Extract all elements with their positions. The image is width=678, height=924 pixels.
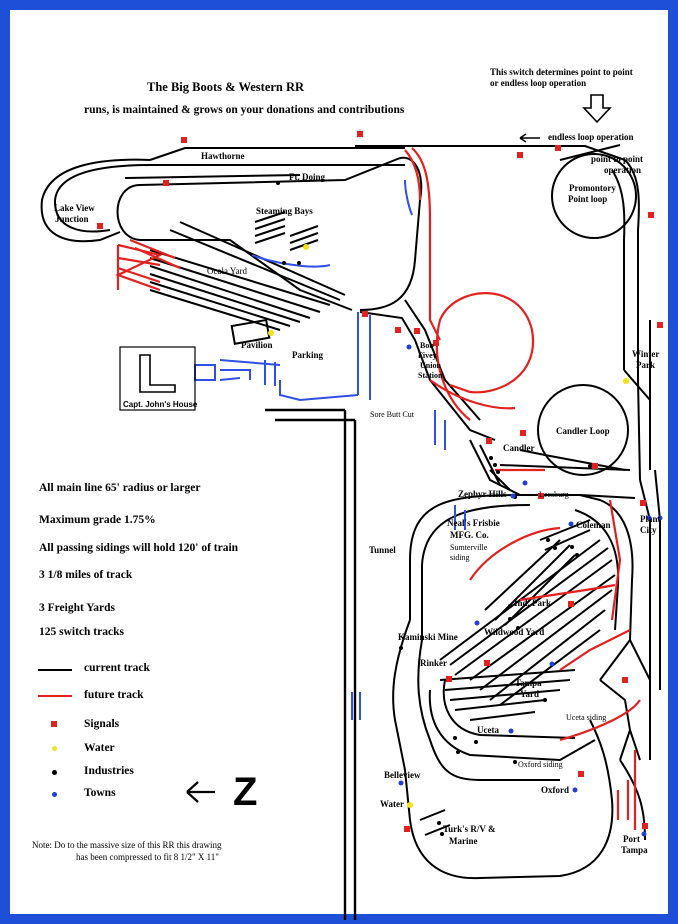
fact-sidings: All passing sidings will hold 120' of tr… xyxy=(39,542,239,554)
fact-grade: Maximum grade 1.75% xyxy=(39,514,156,526)
town-hawthorne: Hawthorne xyxy=(201,151,245,161)
kaminski-mine-label: Kaminski Mine xyxy=(398,632,458,642)
ft-doing-label: Ft. Doing xyxy=(289,172,325,182)
fact-switches: 125 switch tracks xyxy=(39,626,124,638)
switch-note-line2: or endless loop operation xyxy=(490,78,587,88)
union-station-line1: Bob xyxy=(420,341,434,350)
leesburg-label: Leesburg xyxy=(539,490,569,499)
legend-signal-swatch xyxy=(51,721,57,727)
candler-label: Candler xyxy=(503,443,535,453)
diagram-subtitle: runs, is maintained & grows on your dona… xyxy=(84,104,405,116)
switch-note-line1: This switch determines point to point xyxy=(490,67,633,77)
north-letter: Z xyxy=(233,770,258,814)
uceta-siding-label: Uceta siding xyxy=(566,713,607,722)
port-tampa-line1: Port xyxy=(623,834,640,844)
turks-line1: Turk's R/V & xyxy=(443,824,496,834)
ind-park-label: Ind. Park xyxy=(514,598,552,608)
lake-view-line1: Lake View xyxy=(54,203,95,213)
zephyr-hills-label: Zephyr Hills xyxy=(458,489,507,499)
coleman-label: Coleman xyxy=(576,520,611,530)
left-arrow-icon xyxy=(186,781,215,803)
uceta-label: Uceta xyxy=(477,725,499,735)
fact-radius: All main line 65' radius or larger xyxy=(39,482,201,494)
sumterville-line1: Sumterville xyxy=(450,543,488,552)
endless-arrow-icon xyxy=(519,133,540,143)
down-arrow-icon xyxy=(582,94,612,124)
port-tampa-line2: Tampa xyxy=(621,845,648,855)
promontory-line1: Promontory xyxy=(569,183,616,193)
union-station-line4: Station xyxy=(418,371,443,380)
belleview-label: Belleview xyxy=(384,770,421,780)
capt-john-label: Capt. John's House xyxy=(123,400,198,409)
current-track xyxy=(40,144,661,880)
tunnel-label: Tunnel xyxy=(369,545,396,555)
plant-city-line2: City xyxy=(640,525,657,535)
union-station-line2: Fivey xyxy=(418,351,437,360)
note-line1: Note: Do to the massive size of this RR … xyxy=(32,840,222,850)
access-road xyxy=(194,179,466,720)
water-points xyxy=(268,244,629,808)
legend-water-swatch xyxy=(52,746,57,751)
fact-yards: 3 Freight Yards xyxy=(39,602,116,614)
parking-label: Parking xyxy=(292,350,324,360)
lake-view-line2: Junction xyxy=(55,214,89,224)
legend-water-label: Water xyxy=(84,742,115,754)
water-label: Water xyxy=(380,799,404,809)
turks-line2: Marine xyxy=(449,836,478,846)
legend-current-swatch xyxy=(38,669,72,671)
promontory-line2: Point loop xyxy=(568,194,608,204)
fact-miles: 3 1/8 miles of track xyxy=(39,569,133,581)
sumterville-line2: siding xyxy=(450,553,470,562)
legend-industries-label: Industries xyxy=(84,765,134,777)
steaming-bays-label: Steaming Bays xyxy=(256,206,313,216)
tampa-yard-line2: Yard xyxy=(520,689,540,699)
legend-signals-label: Signals xyxy=(84,718,120,730)
ocala-yard-label: Ocala Yard xyxy=(207,266,247,276)
legend-towns-label: Towns xyxy=(84,787,116,799)
future-track xyxy=(115,147,641,830)
tampa-yard-line1: Tampa xyxy=(515,678,542,688)
p2p-label-line1: point to point xyxy=(591,154,644,164)
pavilion-label: Pavilion xyxy=(241,340,273,350)
neals-line1: Neal's Frisbie xyxy=(447,518,500,528)
rinker-label: Rinker xyxy=(420,658,447,668)
town-points xyxy=(398,344,663,837)
union-station-line3: Union xyxy=(420,361,441,370)
oxford-siding-label: Oxford siding xyxy=(518,760,563,769)
capt-johns-house xyxy=(119,346,196,411)
diagram-title: The Big Boots & Western RR xyxy=(147,80,305,94)
signals xyxy=(97,131,663,832)
candler-loop-label: Candler Loop xyxy=(556,426,610,436)
oxford-label: Oxford xyxy=(541,785,569,795)
winter-park-line1: Winter xyxy=(632,349,660,359)
legend-current-label: current track xyxy=(84,662,150,674)
neals-line2: MFG. Co. xyxy=(450,530,489,540)
winter-park-line2: Park xyxy=(636,360,655,370)
endless-loop-label: endless loop operation xyxy=(548,132,634,142)
note-line2: has been compressed to fit 8 1/2" X 11" xyxy=(76,852,219,862)
legend-industries-swatch xyxy=(52,770,57,775)
p2p-label-line2: operation xyxy=(604,165,641,175)
legend-future-label: future track xyxy=(84,689,144,701)
sore-butt-cut-label: Sore Butt Cut xyxy=(370,410,415,419)
pavilion xyxy=(230,318,271,345)
plant-city-line1: Plant xyxy=(640,514,661,524)
legend-towns-swatch xyxy=(52,792,57,797)
legend-future-swatch xyxy=(38,695,72,697)
wildwood-yard-label: Wildwood Yard xyxy=(484,627,545,637)
